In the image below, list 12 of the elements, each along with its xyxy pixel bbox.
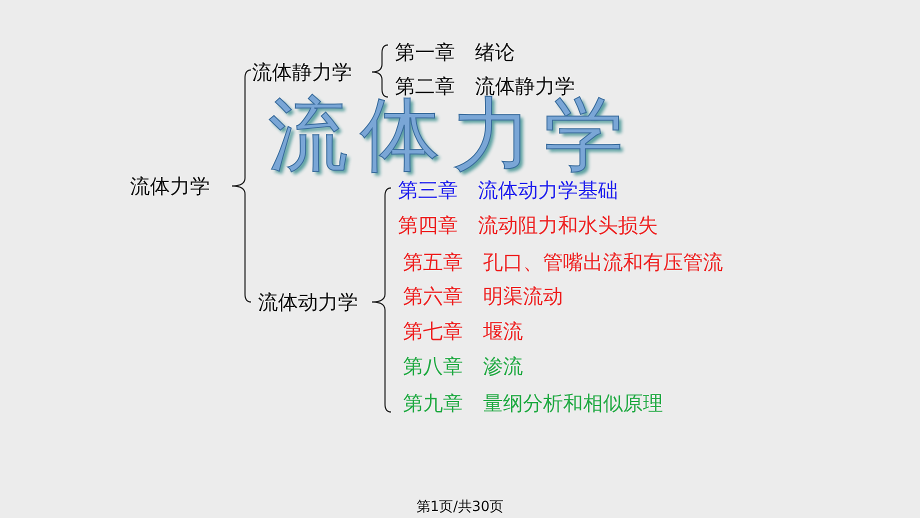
- chapter-label: 第五章 孔口、管嘴出流和有压管流: [403, 250, 723, 274]
- chapter-label: 第六章 明渠流动: [403, 284, 563, 308]
- topic-label: 流体力学: [130, 174, 210, 198]
- page-number: 第1页/共30页: [416, 499, 504, 515]
- chapter-label: 第三章 流体动力学基础: [398, 178, 618, 202]
- chapter-label: 第四章 流动阻力和水头损失: [398, 213, 658, 237]
- chapter-label: 第一章 绪论: [395, 40, 515, 64]
- chapter-label: 第八章 渗流: [403, 354, 523, 378]
- topic-label: 流体静力学: [252, 60, 352, 84]
- topic-label: 流体动力学: [258, 290, 358, 314]
- chapter-label: 第七章 堰流: [403, 319, 523, 343]
- chapter-label: 第九章 量纲分析和相似原理: [403, 391, 663, 415]
